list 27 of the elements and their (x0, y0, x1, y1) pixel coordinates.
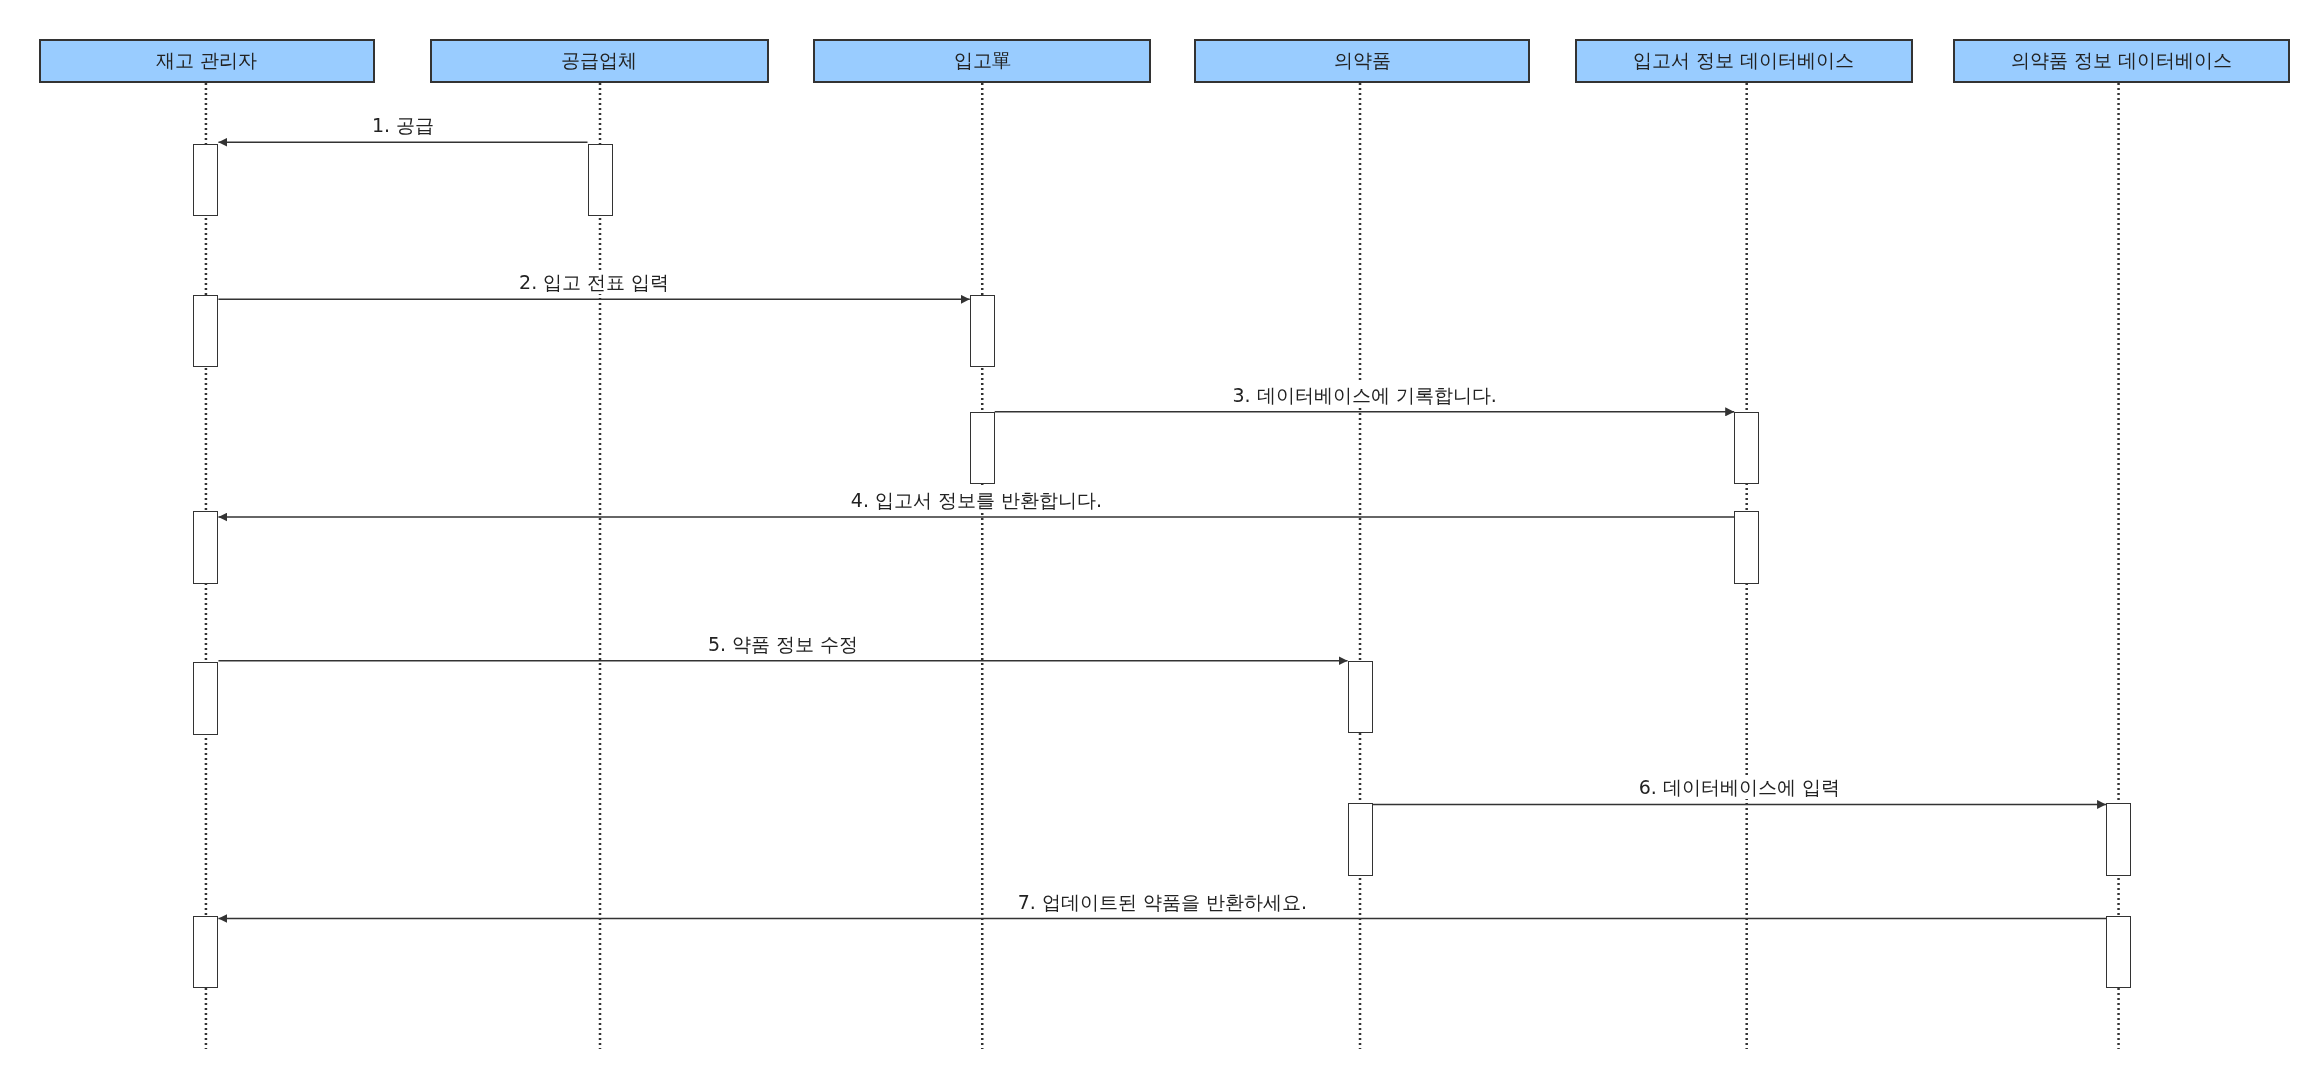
activation-bar (2106, 915, 2132, 989)
message-arrow (217, 137, 589, 147)
participant-box: 의약품 정보 데이터베이스 (1952, 38, 2291, 83)
activation-bar (193, 294, 219, 368)
activation-bar (969, 294, 995, 368)
activation-bar (1734, 411, 1760, 485)
participant-box: 의약품 (1194, 38, 1531, 83)
message-arrow (217, 656, 1349, 666)
participant-box: 공급업체 (429, 38, 769, 83)
message-arrow (217, 914, 2107, 924)
activation-bar (1347, 660, 1373, 734)
activation-bar (1734, 511, 1760, 584)
message-arrow (994, 407, 1735, 417)
message-arrow (217, 512, 1735, 522)
message-arrow (217, 294, 971, 304)
activation-bar (1347, 802, 1373, 876)
activation-bar (193, 662, 219, 735)
activation-bar (969, 411, 995, 485)
participant-box: 입고서 정보 데이터베이스 (1574, 38, 1913, 83)
participant-box: 재고 관리자 (38, 38, 375, 83)
activation-bar (193, 511, 219, 584)
activation-bar (2106, 802, 2132, 876)
message-arrow (1371, 799, 2107, 809)
activation-bar (193, 915, 219, 989)
participant-box: 입고單 (813, 38, 1152, 83)
activation-bar (587, 143, 613, 217)
activation-bar (193, 143, 219, 217)
